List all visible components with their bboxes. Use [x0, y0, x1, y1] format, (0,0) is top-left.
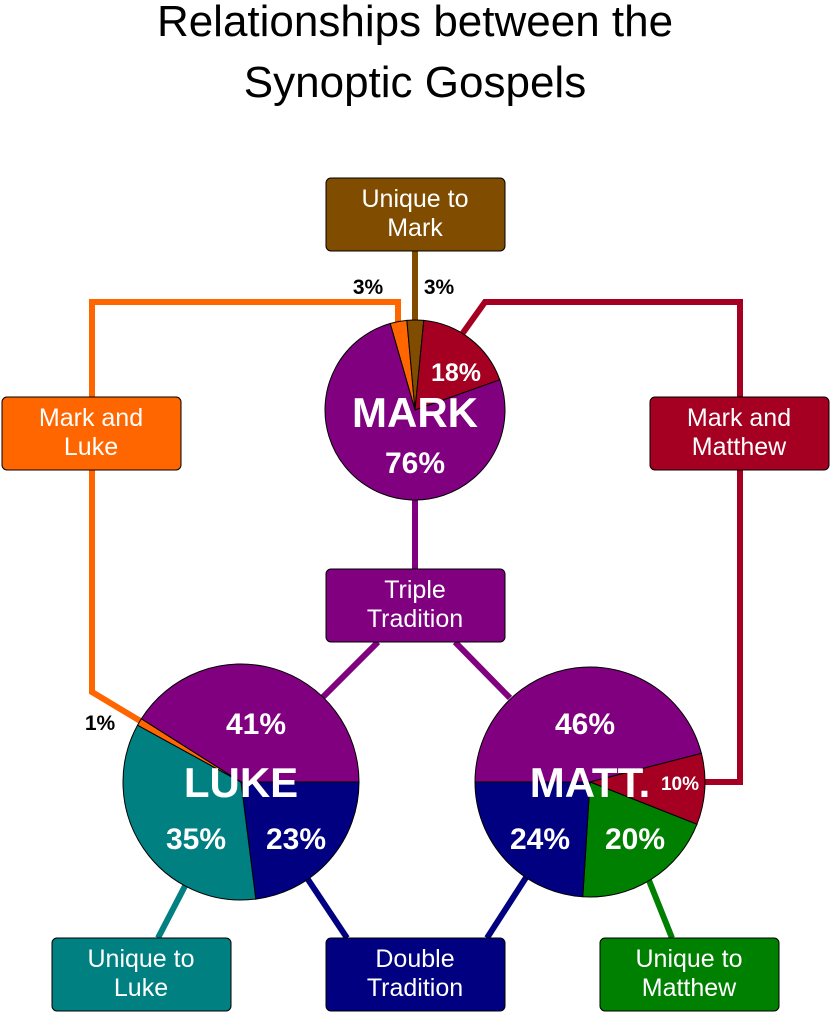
- box-triple-tradition: Triple Tradition: [325, 568, 506, 643]
- box-unique-matthew-line2: Matthew: [642, 974, 737, 1002]
- box-mark-matthew: Mark and Matthew: [649, 396, 830, 471]
- box-unique-luke-line2: Luke: [114, 974, 168, 1002]
- box-unique-mark-line2: Mark: [387, 214, 443, 242]
- label-matthew-double: 24%: [510, 823, 570, 856]
- label-matthew-triple: 46%: [555, 708, 615, 741]
- pie-luke-name: LUKE: [184, 759, 298, 806]
- connector-double-luke: [304, 876, 350, 940]
- label-mark-triple: 76%: [385, 447, 445, 480]
- title-line-2: Synoptic Gospels: [244, 58, 586, 107]
- pie-slice-mark-mark-matthew: [414, 319, 501, 411]
- pie-slice-matt-mark-matthew: [588, 752, 706, 825]
- connector-mark-matthew: [457, 299, 743, 785]
- box-mark-matthew-line1: Mark and: [687, 404, 791, 432]
- label-luke-mark: 1%: [85, 712, 116, 735]
- box-unique-matthew-line1: Unique to: [635, 945, 742, 973]
- box-unique-matthew: Unique to Matthew: [599, 937, 780, 1012]
- label-mark-luke: 3%: [353, 276, 384, 299]
- label-matthew-unique: 20%: [605, 823, 665, 856]
- pie-slice-matt-double: [474, 781, 591, 898]
- label-luke-triple: 41%: [226, 708, 286, 741]
- box-triple-line1: Triple: [384, 576, 446, 604]
- connectors: [89, 250, 743, 940]
- label-mark-matthew: 18%: [431, 359, 481, 387]
- connector-triple-luke: [319, 639, 381, 701]
- label-luke-unique: 35%: [166, 823, 226, 856]
- label-unique-mark: 3%: [424, 276, 455, 299]
- pie-slice-matt-unique-matthew: [582, 781, 698, 898]
- connector-double-matthew: [484, 874, 530, 940]
- pie-slice-luke-triple: [140, 663, 360, 783]
- pie-slice-matt-triple: [474, 666, 702, 783]
- box-unique-luke: Unique to Luke: [51, 937, 232, 1012]
- title-line-1: Relationships between the: [157, 0, 673, 46]
- box-mark-luke-line1: Mark and: [39, 404, 143, 432]
- box-mark-luke: Mark and Luke: [1, 396, 182, 471]
- connector-unique-matthew: [645, 876, 675, 940]
- box-triple-line2: Tradition: [367, 605, 463, 633]
- connector-triple-matthew: [452, 639, 513, 701]
- box-unique-mark-line1: Unique to: [361, 185, 468, 213]
- pie-slice-luke-unique-luke: [122, 724, 257, 901]
- label-matthew-mark: 10%: [661, 774, 699, 795]
- box-unique-luke-line1: Unique to: [87, 945, 194, 973]
- label-luke-double: 23%: [266, 823, 326, 856]
- box-double-line2: Tradition: [367, 974, 463, 1002]
- box-mark-matthew-line2: Matthew: [692, 433, 787, 461]
- pie-slice-luke-double: [240, 781, 360, 900]
- pie-slice-mark-triple: [324, 322, 506, 501]
- pie-mark-name: MARK: [352, 389, 478, 436]
- box-mark-luke-line2: Luke: [64, 433, 118, 461]
- pie-matthew-name: MATT.: [530, 759, 651, 806]
- connector-mark-luke: [89, 299, 401, 725]
- box-double-tradition: Double Tradition: [325, 937, 506, 1012]
- box-unique-mark: Unique to Mark: [325, 177, 506, 252]
- box-double-line1: Double: [375, 945, 454, 973]
- connector-unique-luke: [155, 884, 188, 940]
